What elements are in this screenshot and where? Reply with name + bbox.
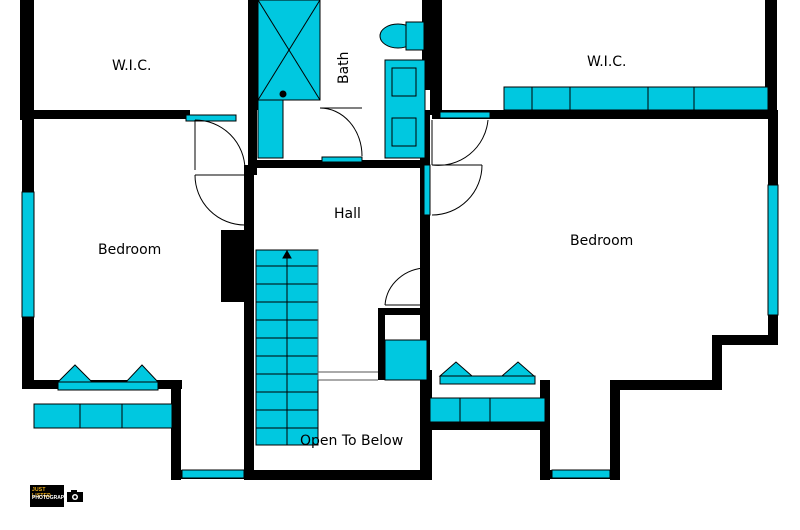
room-label-wic-right: W.I.C. — [587, 54, 627, 70]
room-label-bath: Bath — [336, 51, 352, 84]
logo-line-1: JUST LISTED — [32, 487, 51, 499]
logo-line-2: PHOTOGRAPHY — [32, 495, 72, 501]
stair-treads — [256, 249, 378, 445]
fixtures — [21, 0, 779, 479]
room-label-bedroom-left: Bedroom — [98, 242, 162, 258]
logo-box: JUST LISTED PHOTOGRAPHY — [30, 485, 71, 507]
camera-icon — [67, 490, 83, 502]
company-logo: JUST LISTED PHOTOGRAPHY — [30, 485, 88, 507]
room-label-open-to-below: Open To Below — [300, 433, 404, 449]
room-label-hall: Hall — [334, 206, 361, 222]
room-label-bedroom-right: Bedroom — [570, 233, 634, 249]
room-label-wic-left: W.I.C. — [112, 58, 152, 74]
doors — [194, 90, 489, 306]
